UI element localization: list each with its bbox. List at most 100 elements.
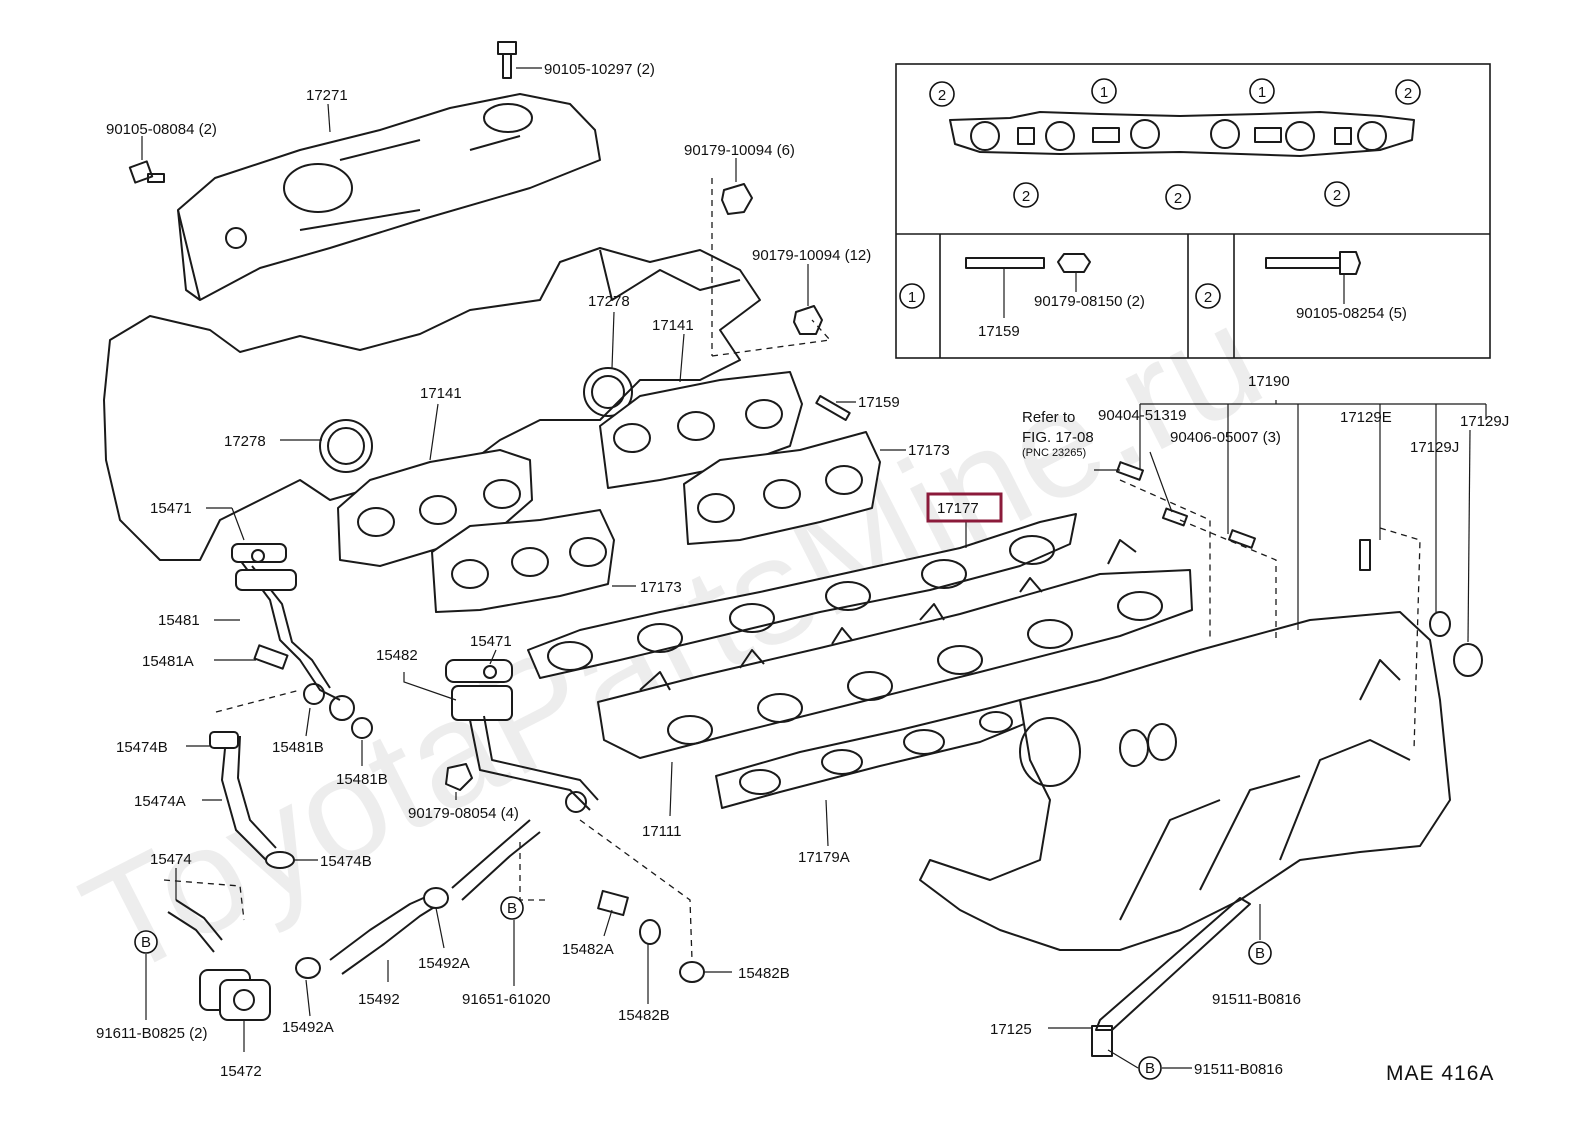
- flange-15471-a: [251, 549, 265, 563]
- label-90179-10094-6[interactable]: 90179-10094 (6): [684, 142, 795, 159]
- label-15482A[interactable]: 15482A: [562, 941, 614, 958]
- plug-17129J-b: [1453, 643, 1483, 677]
- label-17141-b[interactable]: 17141: [652, 317, 694, 334]
- label-refer-pnc: (PNC 23265): [1022, 447, 1086, 459]
- dash-plenum-group: [1119, 479, 1421, 751]
- label-91651-61020[interactable]: 91651-61020: [462, 991, 550, 1008]
- label-15472[interactable]: 15472: [220, 1063, 262, 1080]
- inset-frame: [895, 63, 1491, 359]
- lower-intake-17111: [597, 539, 1193, 759]
- inset-stud-17159: [965, 257, 1045, 269]
- pipe-15481: [231, 543, 341, 701]
- svg-text:1: 1: [908, 289, 916, 306]
- union-90406-05007: [1228, 529, 1256, 549]
- b-marker-left: B: [134, 930, 158, 954]
- label-17159[interactable]: 17159: [858, 394, 900, 411]
- label-15474[interactable]: 15474: [150, 851, 192, 868]
- label-15471-b[interactable]: 15471: [470, 633, 512, 650]
- bolt-90105-10297: [497, 41, 517, 79]
- bolt-90105-08084: [128, 160, 165, 184]
- svg-text:1: 1: [1100, 84, 1108, 101]
- label-15481B-b[interactable]: 15481B: [336, 771, 388, 788]
- svg-text:2: 2: [1404, 85, 1412, 102]
- svg-text:B: B: [1255, 945, 1265, 962]
- label-17173-a[interactable]: 17173: [640, 579, 682, 596]
- label-17129E[interactable]: 17129E: [1340, 409, 1392, 426]
- nut-90179-08054: [445, 763, 473, 791]
- nut-90179-10094-12: [793, 305, 823, 335]
- pipe-15474: [167, 899, 223, 953]
- inset-label-17159: 17159: [978, 323, 1020, 340]
- label-17278-b[interactable]: 17278: [588, 293, 630, 310]
- label-17125[interactable]: 17125: [990, 1021, 1032, 1038]
- inset-gasket: [949, 111, 1415, 157]
- pipe-15482: [451, 685, 599, 813]
- svg-text:2: 2: [1174, 190, 1182, 207]
- label-17190[interactable]: 17190: [1248, 373, 1290, 390]
- label-15481A[interactable]: 15481A: [142, 653, 194, 670]
- label-17278-a[interactable]: 17278: [224, 433, 266, 450]
- bolt-15482A: [597, 889, 629, 917]
- label-17271[interactable]: 17271: [306, 87, 348, 104]
- b-marker-bottom: B: [1138, 1056, 1162, 1080]
- label-15492A-b[interactable]: 15492A: [282, 1019, 334, 1036]
- label-15482B-a[interactable]: 15482B: [618, 1007, 670, 1024]
- svg-text:1: 1: [1258, 84, 1266, 101]
- lead-17271: [327, 103, 331, 133]
- label-15482[interactable]: 15482: [376, 647, 418, 664]
- label-91511-B0816-a[interactable]: 91511-B0816: [1212, 991, 1301, 1008]
- label-15492A-a[interactable]: 15492A: [418, 955, 470, 972]
- label-15482B-b[interactable]: 15482B: [738, 965, 790, 982]
- dash-nut-group: [711, 178, 832, 357]
- label-17173-b[interactable]: 17173: [908, 442, 950, 459]
- label-90179-10094-12[interactable]: 90179-10094 (12): [752, 247, 871, 264]
- label-15474B-a[interactable]: 15474B: [116, 739, 168, 756]
- union-17129E: [1359, 539, 1371, 571]
- inset-gasket-ports: [970, 119, 1387, 151]
- inset-mark-bot-2: 2: [1165, 184, 1191, 210]
- gasket-17141-a: [337, 449, 533, 567]
- gasket-17173-a: [431, 509, 615, 613]
- svg-text:2: 2: [938, 87, 946, 104]
- b-marker-mid: B: [500, 896, 524, 920]
- label-15471-a[interactable]: 15471: [150, 500, 192, 517]
- inset-mark-top-1: 2: [929, 81, 955, 107]
- inset-nut: [1057, 253, 1091, 273]
- label-17129J-a[interactable]: 17129J: [1460, 413, 1509, 430]
- gasket-17177: [527, 513, 1077, 679]
- hose-15474A: [209, 731, 277, 861]
- label-90105-10297[interactable]: 90105-10297 (2): [544, 61, 655, 78]
- inset-legend: 2 1 1 2 2 2 2 1 2 17159 90179-08150 (2) …: [895, 63, 1491, 359]
- svg-text:2: 2: [1022, 188, 1030, 205]
- ring-17278-b: [583, 367, 633, 417]
- intake-plenum-17190: [919, 611, 1451, 951]
- label-17111[interactable]: 17111: [642, 823, 682, 840]
- label-90179-08054[interactable]: 90179-08054 (4): [408, 805, 519, 822]
- inset-mark-top-3: 1: [1249, 78, 1275, 104]
- label-90105-08084[interactable]: 90105-08084 (2): [106, 121, 217, 138]
- highlight-17177: [926, 492, 1003, 523]
- inset-mark-bot-3: 2: [1324, 181, 1350, 207]
- label-91611-B0825[interactable]: 91611-B0825 (2): [96, 1025, 207, 1042]
- label-17129J-b[interactable]: 17129J: [1410, 439, 1459, 456]
- label-15481[interactable]: 15481: [158, 612, 200, 629]
- stay-17125: [1091, 897, 1251, 1057]
- b-marker-right: B: [1248, 941, 1272, 965]
- label-15474B-b[interactable]: 15474B: [320, 853, 372, 870]
- label-90404-51319[interactable]: 90404-51319: [1098, 407, 1186, 424]
- inset-label-90179-08150: 90179-08150 (2): [1034, 293, 1145, 310]
- svg-text:B: B: [507, 900, 517, 917]
- label-90406-05007[interactable]: 90406-05007 (3): [1170, 429, 1281, 446]
- clamp-15492A-b: [295, 957, 321, 979]
- label-15474A[interactable]: 15474A: [134, 793, 186, 810]
- label-15492[interactable]: 15492: [358, 991, 400, 1008]
- label-17141-a[interactable]: 17141: [420, 385, 462, 402]
- label-17179A[interactable]: 17179A: [798, 849, 850, 866]
- ring-17278-a: [319, 419, 373, 473]
- label-15481B-a[interactable]: 15481B: [272, 739, 324, 756]
- label-91511-B0816-b[interactable]: 91511-B0816: [1194, 1061, 1283, 1078]
- label-17177[interactable]: 17177: [937, 500, 979, 517]
- label-refer-fig[interactable]: FIG. 17-08: [1022, 429, 1094, 446]
- engine-cover-17271: [177, 93, 601, 301]
